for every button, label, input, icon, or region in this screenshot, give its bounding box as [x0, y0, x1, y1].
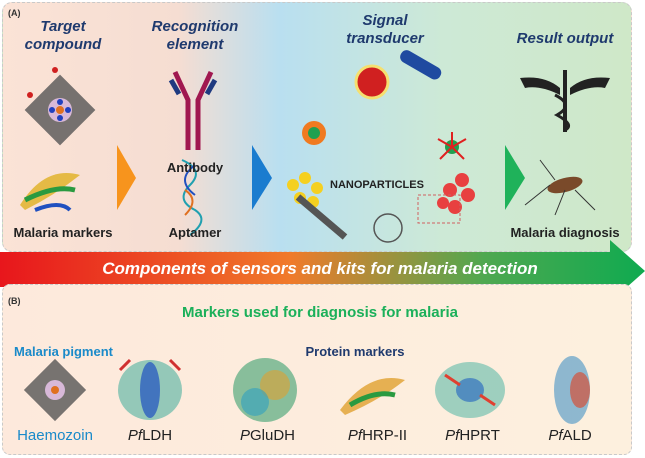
antibody-label: Antibody: [166, 160, 224, 175]
malaria-markers-label: Malaria markers: [13, 225, 113, 240]
caduceus-icon: [520, 70, 610, 132]
protein-marker-icon: [20, 173, 80, 212]
malaria-diagnosis-label: Malaria diagnosis: [510, 225, 620, 240]
pgludh-structure-icon: [233, 358, 297, 422]
protein-markers-heading: Protein markers: [305, 344, 405, 359]
antibody-icon: [168, 70, 218, 150]
mosquito-icon: [524, 159, 596, 216]
marker-pfald: PfALD: [548, 427, 592, 444]
marker-pfhrp-ii: PfHRP-II: [347, 427, 408, 444]
arrow-orange-icon: [117, 145, 136, 210]
aptamer-label: Aptamer: [168, 225, 222, 240]
marker-pfldh: PfLDH: [127, 427, 173, 444]
arrow-green-icon: [505, 145, 525, 210]
heading-result-output: Result output: [516, 30, 614, 47]
panel-b: [2, 284, 632, 455]
marker-pgludh: PGluDH: [239, 427, 296, 444]
haemozoin-structure-icon: [23, 358, 87, 422]
panel-b-structures: [23, 356, 590, 424]
malaria-pigment-heading: Malaria pigment: [14, 344, 113, 359]
heading-target-compound: Target compound: [24, 18, 102, 53]
banner-text: Components of sensors and kits for malar…: [102, 259, 538, 278]
pfldh-structure-icon: [118, 358, 182, 420]
aptamer-icon: [181, 159, 203, 236]
nanoparticles-icon: [287, 50, 475, 243]
panel-b-tag: (B): [8, 296, 21, 306]
arrow-blue-icon: [252, 145, 272, 210]
haemozoin-molecule-icon: [24, 67, 96, 146]
heading-recognition-element: Recognition element: [151, 18, 239, 53]
heading-signal-transducer: Signal transducer: [346, 12, 424, 47]
nanoparticles-label: NANOPARTICLES: [330, 179, 424, 191]
panel-a-illustrations: [20, 50, 610, 243]
panel-b-title: Markers used for diagnosis for malaria: [182, 304, 458, 321]
panel-a-tag: (A): [8, 8, 21, 18]
marker-pfhprt: PfHPRT: [445, 427, 500, 444]
pfhprt-structure-icon: [435, 362, 505, 418]
pfald-structure-icon: [554, 356, 590, 424]
pfhrp-structure-icon: [340, 378, 405, 415]
marker-haemozoin: Haemozoin: [17, 427, 93, 444]
